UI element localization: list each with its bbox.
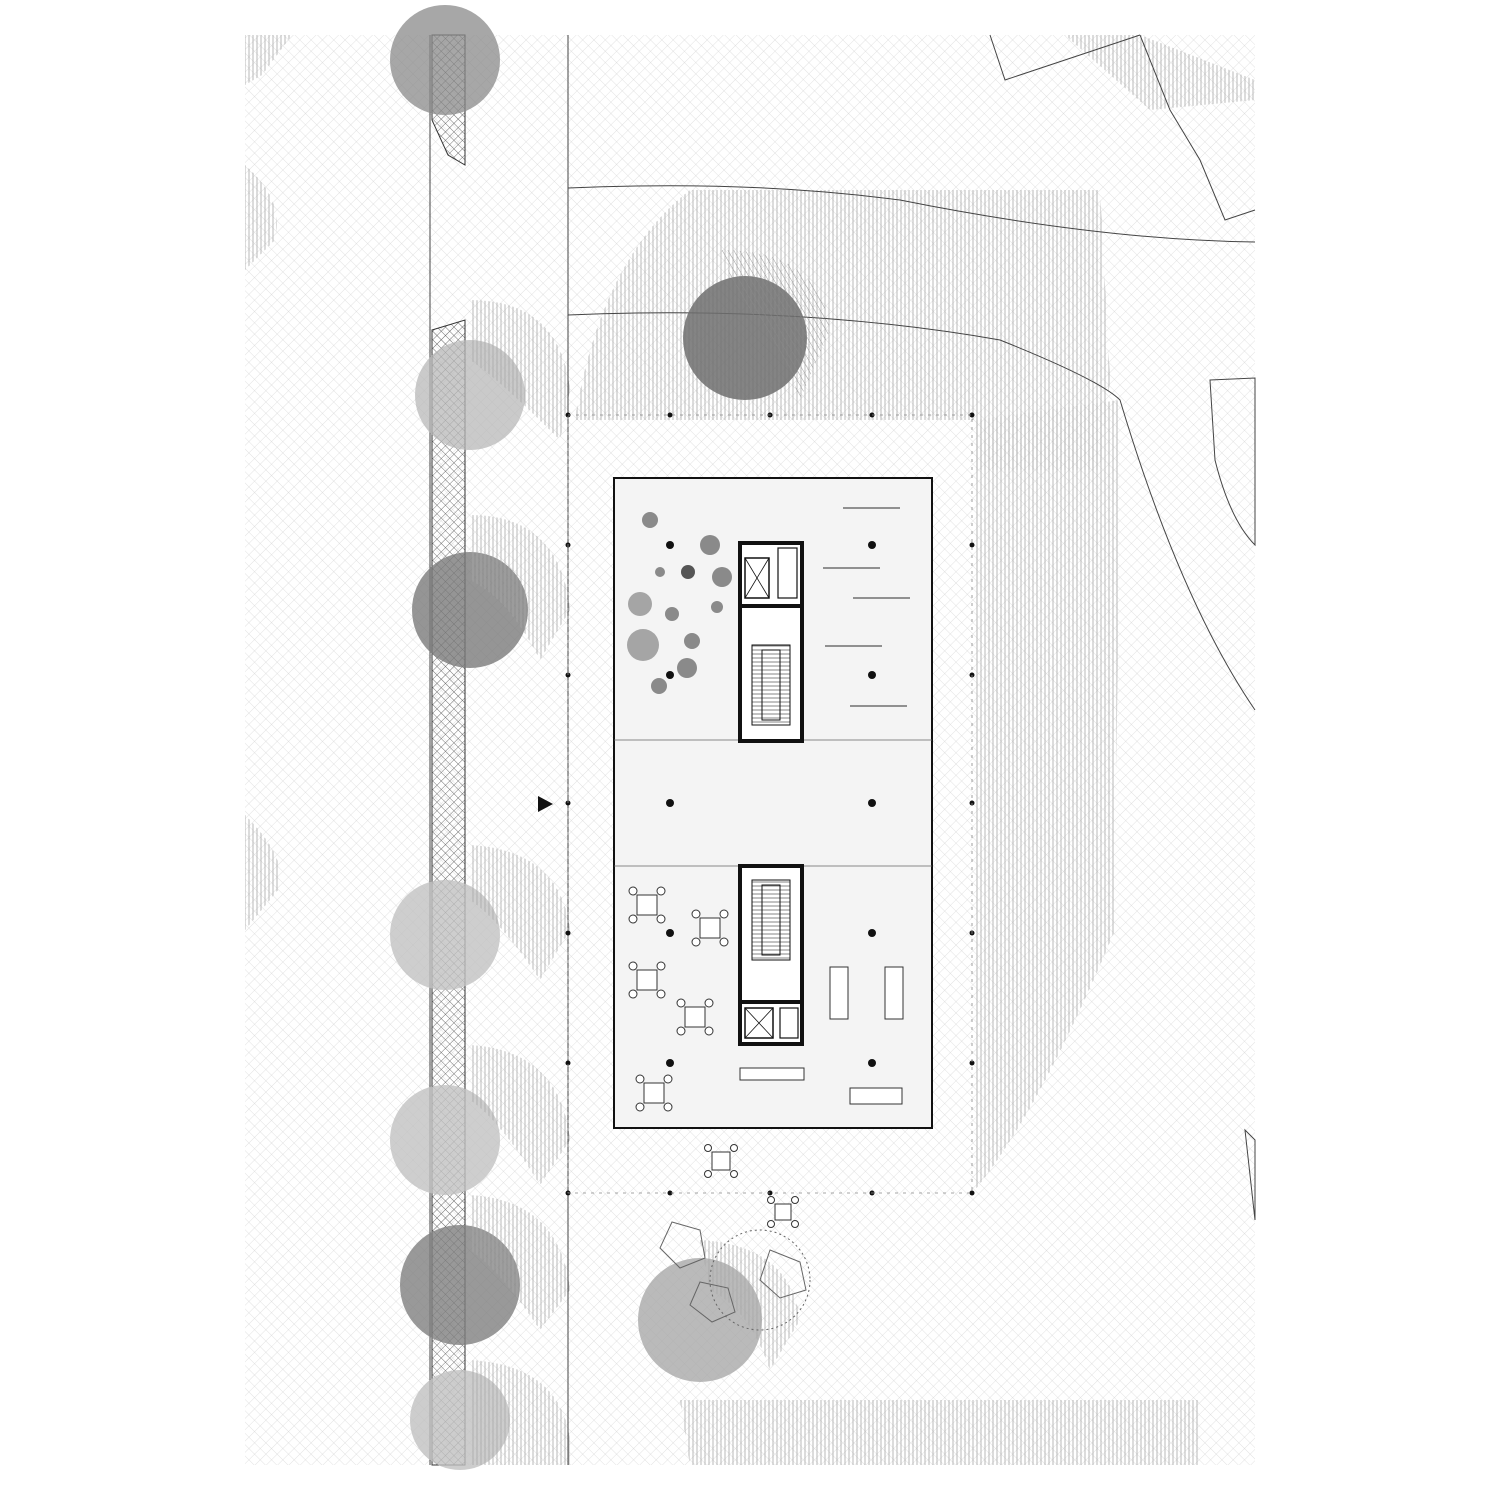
tree-shadow [470, 1045, 570, 1185]
tree-canopy [390, 880, 500, 990]
stair-north [751, 644, 791, 726]
lawn-patch-top-left [245, 35, 292, 85]
column-grid-interior [666, 541, 876, 1067]
lawn-patch-left-2 [245, 815, 281, 930]
tree-row-left [390, 5, 570, 1470]
benches [823, 507, 910, 707]
tree-shadow-south [700, 1240, 800, 1370]
stair-south [751, 879, 791, 961]
tree-canopy [390, 5, 500, 115]
core-north [738, 541, 804, 743]
tree-shadow [470, 1360, 570, 1465]
entrance-arrow [538, 796, 553, 812]
planter-shrubs [627, 512, 732, 694]
roof-canopy-outline [567, 414, 973, 1194]
counter [739, 1067, 805, 1081]
tree-shadow [470, 515, 570, 660]
lawn-area-northeast [1065, 35, 1255, 110]
toilet-south [779, 1007, 799, 1039]
elevator-south [744, 1007, 774, 1039]
tree-shadow-north [720, 250, 830, 400]
lawn-patch-left-1 [245, 165, 277, 270]
tree-shadow [470, 300, 570, 440]
tree-canopy [390, 1085, 500, 1195]
meeting-tables [739, 966, 904, 1105]
outdoor-umbrellas [659, 1221, 811, 1331]
lawn-area-east [975, 400, 1120, 1190]
elevator-north [744, 557, 770, 599]
lawn-area-north [575, 190, 1110, 470]
core-south [738, 864, 804, 1046]
lawn-area-south [680, 1400, 1200, 1465]
toilet-north [777, 547, 798, 599]
cafe-tables [628, 886, 799, 1228]
tree-shadow [470, 845, 570, 980]
site-lines [429, 34, 1256, 1465]
tree-shadow [470, 1195, 570, 1330]
